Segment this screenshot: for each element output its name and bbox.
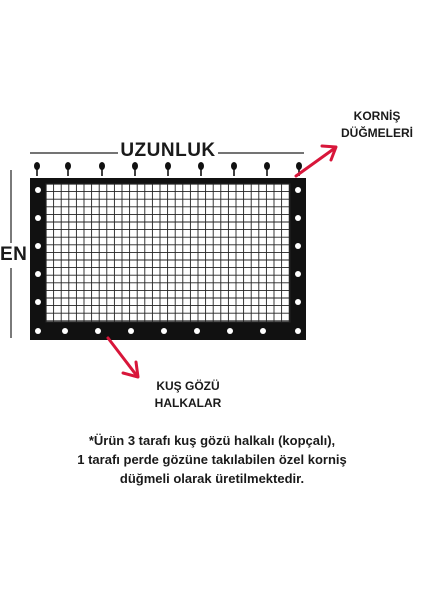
callout-line: DÜĞMELERİ <box>341 126 413 140</box>
grommet-ring <box>295 299 301 305</box>
grommet-ring <box>295 271 301 277</box>
hook-head <box>198 162 205 171</box>
curtain-buttons-callout: KORNİŞ DÜĞMELERİ <box>330 108 424 142</box>
grommet-ring <box>295 215 301 221</box>
note-line: düğmeli olarak üretilmektedir. <box>119 471 305 486</box>
grommet-ring <box>295 187 301 193</box>
product-note: *Ürün 3 tarafı kuş gözü halkalı (kopçalı… <box>20 431 404 488</box>
note-line: 1 tarafı perde gözüne takılabilen özel k… <box>77 452 347 467</box>
grommet-ring <box>227 328 233 334</box>
grommet-ring <box>128 328 134 334</box>
grommet-ring <box>35 299 41 305</box>
hook-head <box>99 162 106 171</box>
length-label: UZUNLUK <box>120 140 216 161</box>
grommet-ring <box>35 328 41 334</box>
callout-line: KORNİŞ <box>353 109 401 123</box>
hook-head <box>33 162 40 171</box>
width-label: EN <box>0 244 28 265</box>
kornis-arrow <box>294 144 338 178</box>
net-mesh <box>45 183 291 323</box>
hook-head <box>165 162 172 171</box>
grommet-ring <box>35 215 41 221</box>
grommet-ring <box>35 243 41 249</box>
net-frame <box>30 182 306 340</box>
grommets-callout: KUŞ GÖZÜ HALKALAR <box>128 378 248 412</box>
hook-head <box>65 162 72 171</box>
grommet-ring <box>95 328 101 334</box>
grommet-ring <box>161 328 167 334</box>
note-line: *Ürün 3 tarafı kuş gözü halkalı (kopçalı… <box>88 433 336 448</box>
hook-head <box>231 162 238 171</box>
hook-head <box>295 162 302 171</box>
grommet-rings <box>35 187 301 334</box>
curtain-button-hooks <box>33 162 302 176</box>
top-edge <box>30 178 306 184</box>
callout-line: KUŞ GÖZÜ <box>156 379 220 393</box>
grommet-ring <box>35 271 41 277</box>
grommet-ring <box>295 243 301 249</box>
grommet-ring <box>35 187 41 193</box>
callout-line: HALKALAR <box>154 396 222 410</box>
grommet-ring <box>194 328 200 334</box>
grommet-arrow <box>106 336 140 379</box>
grommet-ring <box>260 328 266 334</box>
grommet-ring <box>295 328 301 334</box>
grommet-ring <box>62 328 68 334</box>
hook-head <box>132 162 139 171</box>
hook-head <box>263 162 270 171</box>
